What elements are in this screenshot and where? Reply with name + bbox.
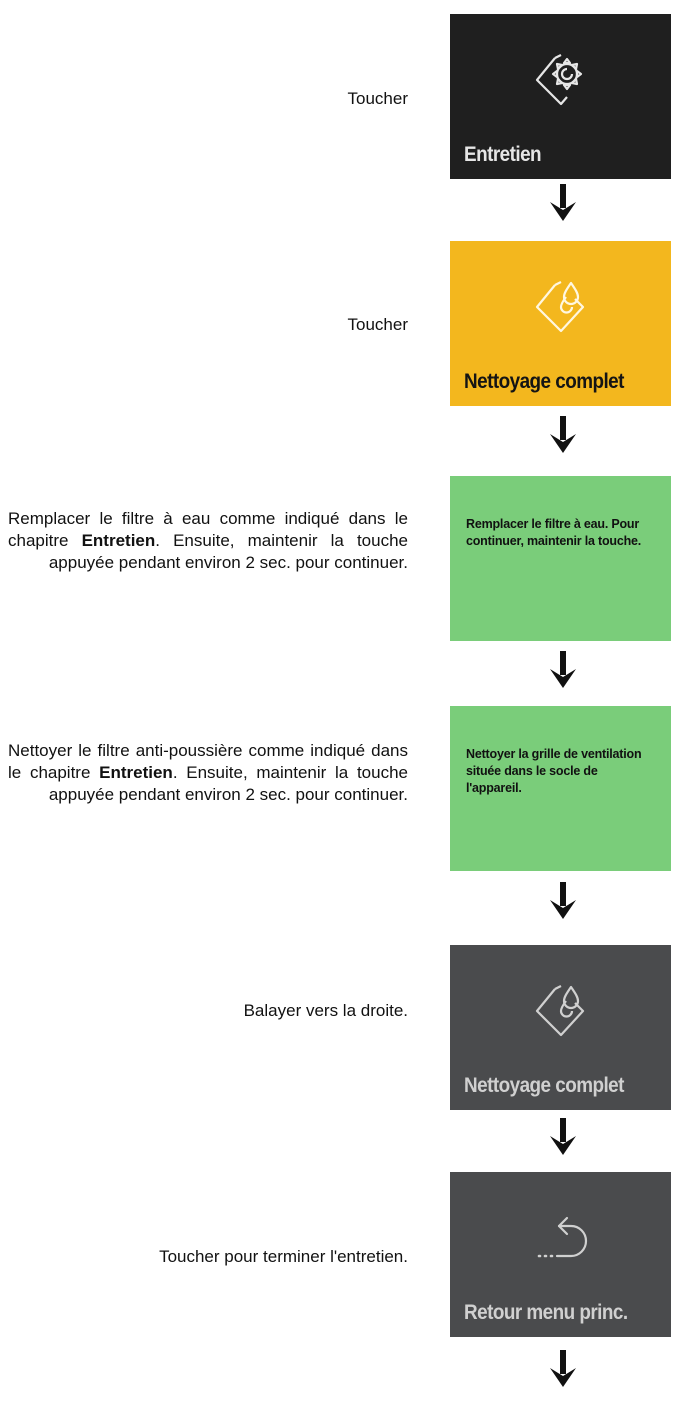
tile-label: Nettoyage complet <box>464 1074 624 1097</box>
instruction-step-4: Nettoyer le filtre anti-poussière comme … <box>8 741 408 804</box>
return-arrow-icon <box>537 1216 587 1258</box>
instruction-step-1: Toucher <box>347 89 408 108</box>
tile-retour-menu[interactable]: Retour menu princ. <box>450 1172 671 1337</box>
tile-nettoyage-complet-swipe[interactable]: Nettoyage complet <box>450 945 671 1110</box>
tile-label: Retour menu princ. <box>464 1301 628 1324</box>
tile-entretien[interactable]: Entretien <box>450 14 671 179</box>
tile-message: Remplacer le filtre à eau. Pour continue… <box>466 517 642 548</box>
arrow-down-icon <box>550 184 576 221</box>
arrow-down-icon <box>550 416 576 453</box>
arrow-down-icon <box>550 1350 576 1387</box>
instruction-step-5: Balayer vers la droite. <box>243 1001 408 1020</box>
arrow-down-icon <box>550 1118 576 1155</box>
instruction-step-3: Remplacer le filtre à eau comme indiqué … <box>8 509 408 572</box>
tile-message: Nettoyer la grille de ventilation située… <box>466 747 642 795</box>
drops-square-icon <box>535 281 584 333</box>
instruction-step-6: Toucher pour terminer l'entretien. <box>159 1247 408 1266</box>
tile-nettoyage-complet[interactable]: Nettoyage complet <box>450 241 671 406</box>
arrow-down-icon <box>550 651 576 688</box>
tile-message-water-filter[interactable]: Remplacer le filtre à eau. Pour continue… <box>450 476 671 641</box>
arrow-down-icon <box>550 882 576 919</box>
instruction-step-2: Toucher <box>347 315 408 334</box>
tile-label: Nettoyage complet <box>464 370 624 393</box>
tile-label: Entretien <box>464 143 542 166</box>
tile-message-ventilation[interactable]: Nettoyer la grille de ventilation située… <box>450 706 671 871</box>
drops-square-icon <box>535 985 584 1037</box>
gear-square-icon <box>535 54 582 106</box>
